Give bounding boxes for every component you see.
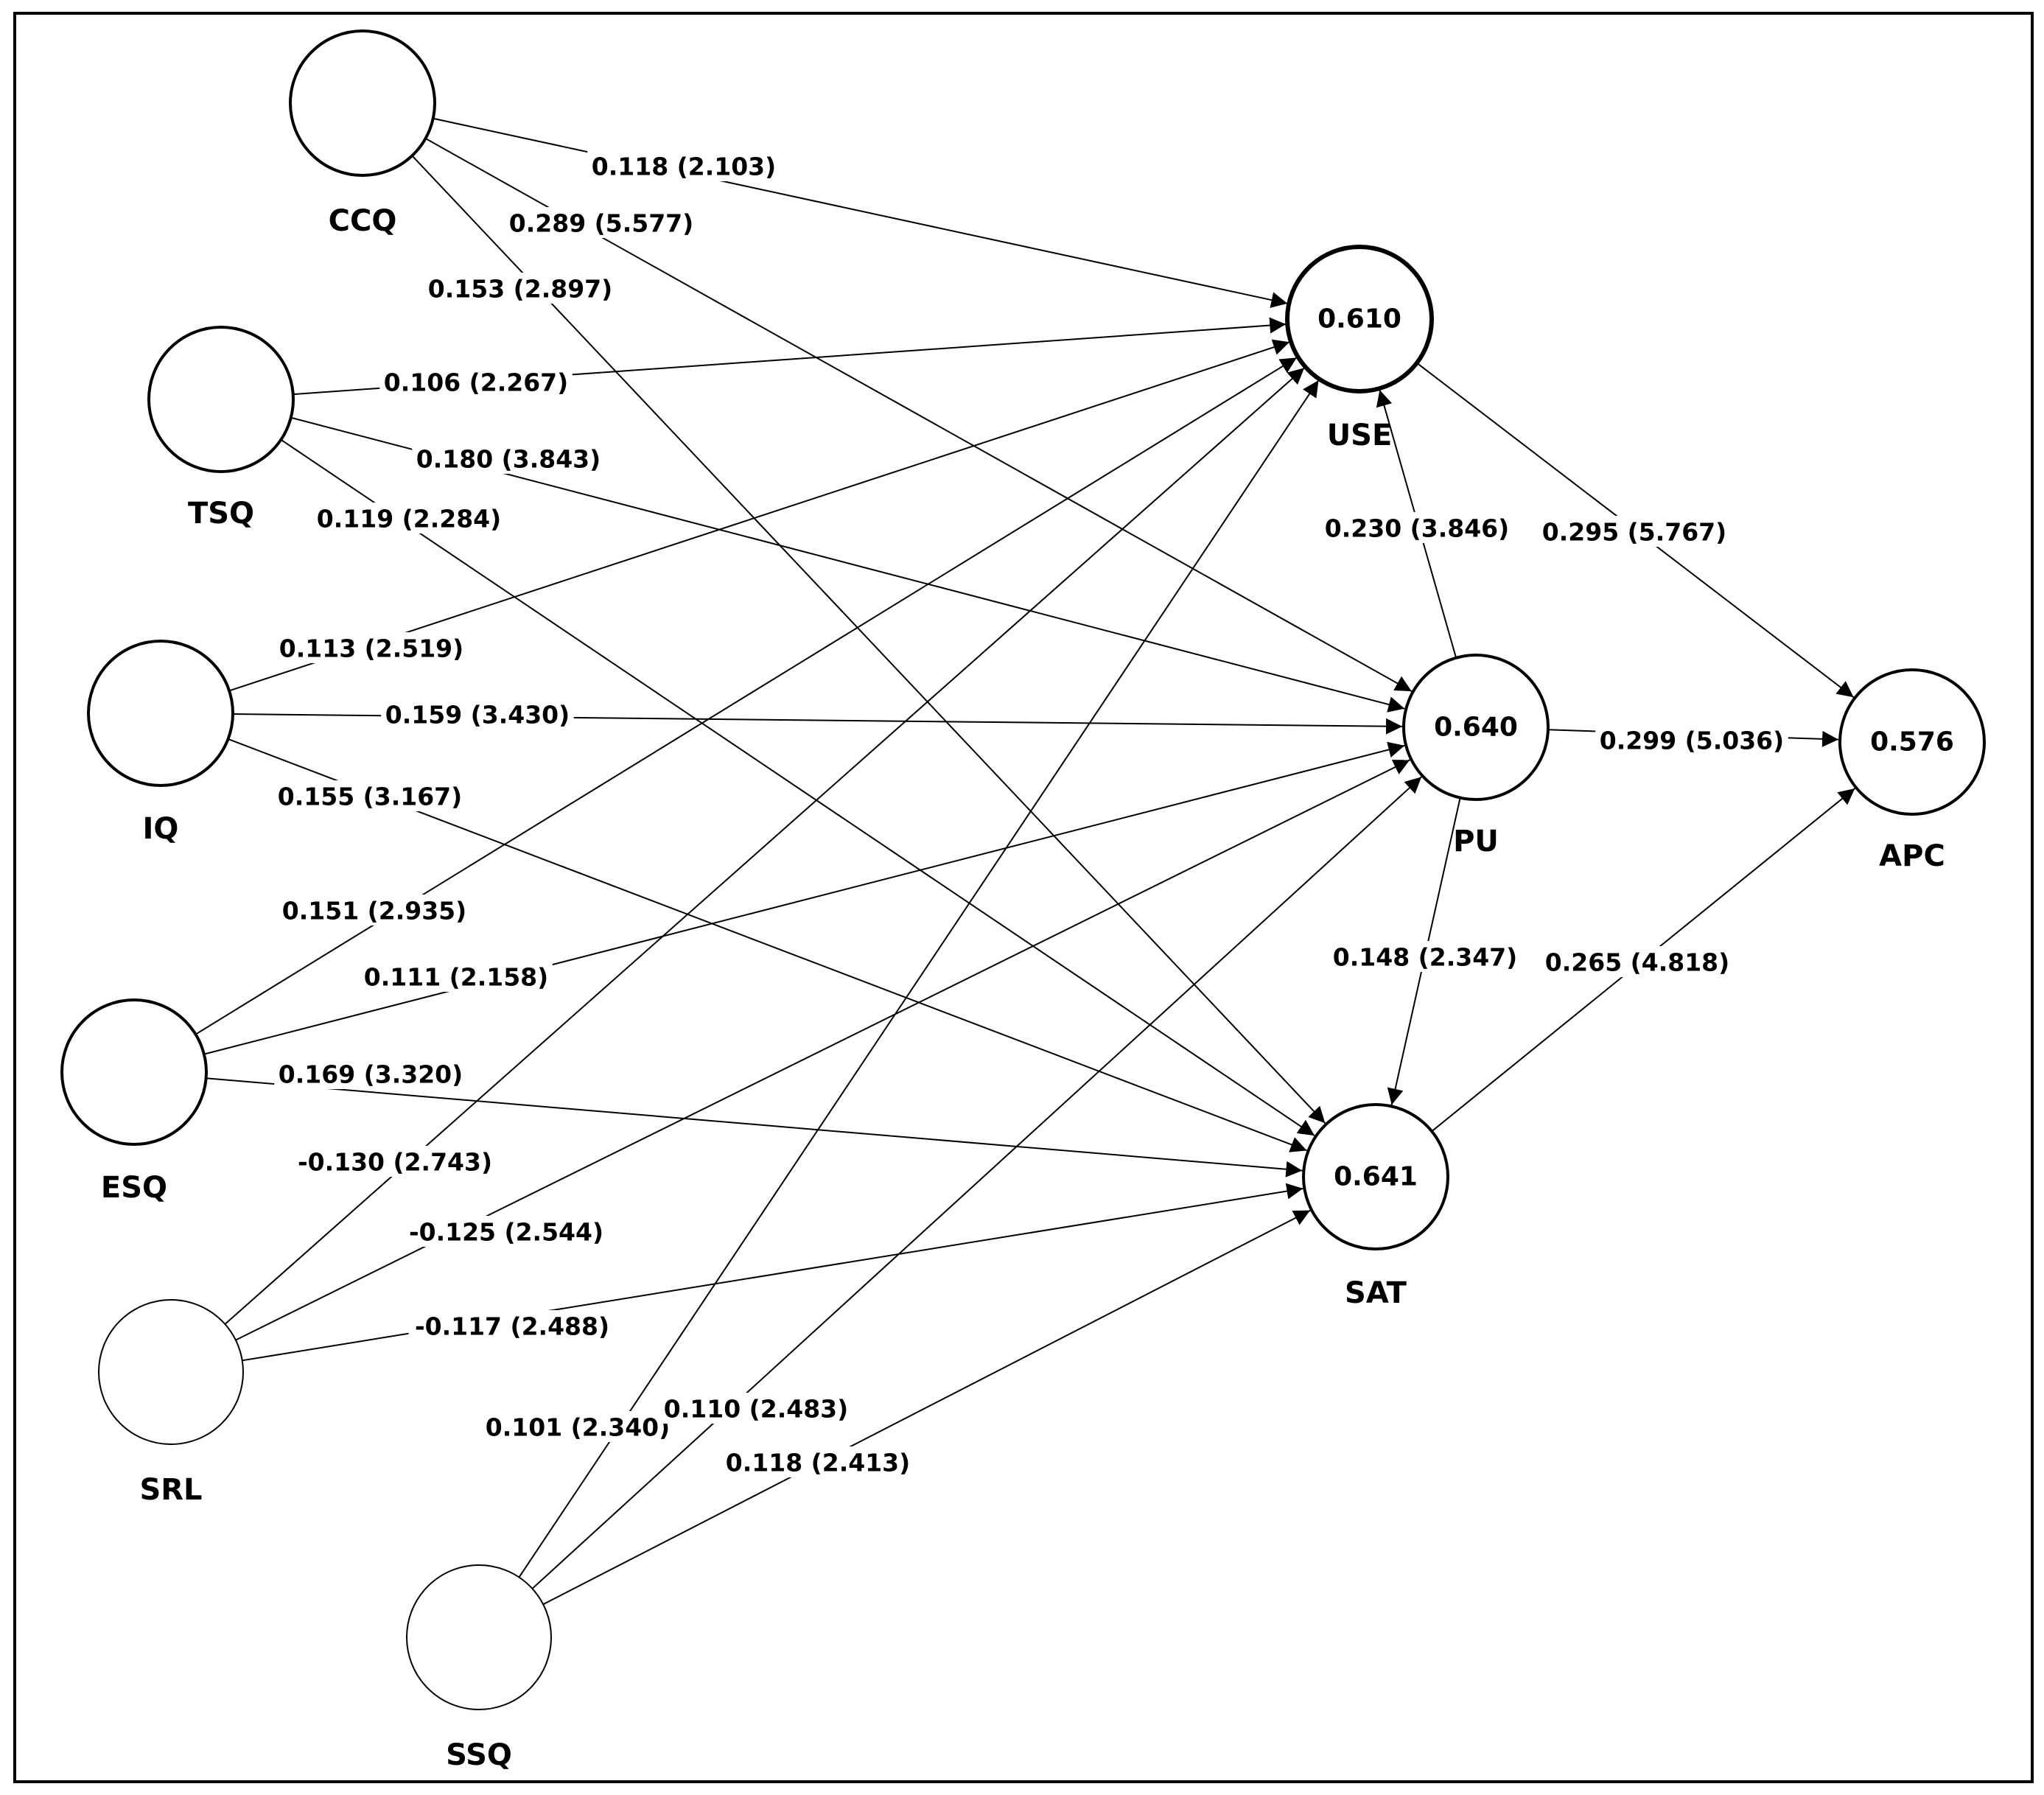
construct-node-srl: SRL xyxy=(98,1299,244,1507)
construct-label: SSQ xyxy=(446,1738,512,1772)
edge-label-background xyxy=(273,780,466,811)
construct-node-tsq: TSQ xyxy=(147,326,295,531)
path-coefficient-label: 0.148 (2.347) xyxy=(1333,943,1517,972)
path-arrow-ssq-to-pu xyxy=(531,776,1422,1589)
path-coefficient-label: 0.118 (2.103) xyxy=(592,153,776,181)
path-coefficient-label: 0.101 (2.340) xyxy=(486,1413,670,1442)
edge-label-background xyxy=(1320,512,1513,543)
path-coefficient-label: 0.119 (2.284) xyxy=(317,505,501,533)
construct-label: TSQ xyxy=(188,497,254,531)
construct-circle xyxy=(1838,668,1986,816)
construct-circle xyxy=(60,998,208,1146)
path-coefficient-label: 0.113 (2.519) xyxy=(279,634,463,663)
edge-label-background xyxy=(291,1146,499,1177)
path-arrow-ccq-to-use xyxy=(433,117,1288,308)
construct-label: CCQ xyxy=(329,204,397,238)
construct-label: USE xyxy=(1327,419,1393,452)
edge-label-background xyxy=(1541,946,1734,977)
r-squared-value: 0.641 xyxy=(1334,1162,1418,1192)
construct-label: ESQ xyxy=(101,1171,167,1205)
edge-label-background xyxy=(1538,516,1731,547)
edge-label-background xyxy=(505,207,698,238)
path-coefficient-label: 0.169 (3.320) xyxy=(279,1060,463,1089)
construct-node-ssq: SSQ xyxy=(406,1564,552,1772)
path-coefficient-label: 0.151 (2.935) xyxy=(282,897,466,926)
path-coefficient-label: 0.153 (2.897) xyxy=(428,275,612,304)
path-coefficient-label: 0.299 (5.036) xyxy=(1600,727,1784,755)
construct-node-ccq: CCQ xyxy=(289,29,436,238)
construct-circle xyxy=(1285,245,1434,393)
path-arrow-tsq-to-sat xyxy=(280,438,1315,1136)
construct-label: PU xyxy=(1453,825,1499,858)
path-coefficient-label: 0.155 (3.167) xyxy=(278,783,462,811)
path-arrow-ccq-to-sat xyxy=(411,155,1326,1124)
edge-label-background xyxy=(1595,724,1788,755)
path-coefficient-label: -0.130 (2.743) xyxy=(298,1148,492,1177)
edge-label-background xyxy=(424,273,617,304)
edge-label-background xyxy=(481,1411,674,1442)
edge-label-background xyxy=(360,961,553,992)
path-coefficient-label: 0.111 (2.158) xyxy=(364,963,548,992)
edge-label-background xyxy=(274,1058,467,1089)
construct-circle xyxy=(87,640,234,787)
path-coefficient-label: 0.295 (5.767) xyxy=(1542,518,1726,547)
construct-node-iq: IQ xyxy=(87,640,234,846)
construct-circle xyxy=(1402,654,1550,801)
edge-labels-layer: 0.118 (2.103) 0.289 (5.577) 0.153 (2.897) 0… xyxy=(273,150,1788,1477)
path-coefficient-label: 0.289 (5.577) xyxy=(509,209,693,238)
construct-circle xyxy=(98,1299,244,1445)
construct-label: IQ xyxy=(143,812,179,846)
construct-label: SRL xyxy=(139,1473,202,1507)
edge-label-background xyxy=(721,1446,914,1477)
edge-label-background xyxy=(312,503,505,533)
path-arrow-ssq-to-sat xyxy=(542,1209,1311,1606)
construct-circle xyxy=(289,29,436,177)
construct-circle xyxy=(147,326,295,473)
path-coefficient-label: 0.118 (2.413) xyxy=(726,1449,910,1477)
edge-label-background xyxy=(1329,941,1522,972)
path-arrow-esq-to-pu xyxy=(203,741,1405,1055)
edge-label-background xyxy=(587,150,780,181)
edge-label-background xyxy=(275,632,468,663)
path-arrow-ssq-to-use xyxy=(518,379,1320,1578)
construct-label: SAT xyxy=(1345,1276,1407,1310)
path-coefficient-label: 0.230 (3.846) xyxy=(1325,514,1509,543)
construct-circle xyxy=(1302,1103,1449,1250)
r-squared-value: 0.640 xyxy=(1434,713,1518,743)
path-coefficient-label: 0.265 (4.818) xyxy=(1545,948,1729,977)
path-coefficient-label: 0.110 (2.483) xyxy=(664,1395,848,1424)
edge-label-background xyxy=(408,1310,616,1341)
r-squared-value: 0.576 xyxy=(1870,727,1954,757)
path-coefficient-label: 0.180 (3.843) xyxy=(416,445,601,474)
construct-circle xyxy=(406,1564,552,1710)
path-coefficient-label: 0.159 (3.430) xyxy=(385,701,570,729)
edge-label-background xyxy=(659,1393,853,1424)
edge-label-background xyxy=(379,366,573,397)
edge-label-background xyxy=(402,1216,610,1247)
edge-label-background xyxy=(381,699,574,729)
path-coefficient-label: -0.117 (2.488) xyxy=(415,1312,609,1341)
construct-node-esq: ESQ xyxy=(60,998,208,1205)
r-squared-value: 0.610 xyxy=(1317,304,1401,335)
path-arrow-esq-to-sat xyxy=(206,1077,1303,1178)
edge-label-background xyxy=(278,895,471,926)
construct-label: APC xyxy=(1879,839,1945,873)
edge-label-background xyxy=(412,443,605,474)
path-coefficient-label: 0.106 (2.267) xyxy=(384,368,568,397)
path-coefficient-label: -0.125 (2.544) xyxy=(409,1218,603,1247)
